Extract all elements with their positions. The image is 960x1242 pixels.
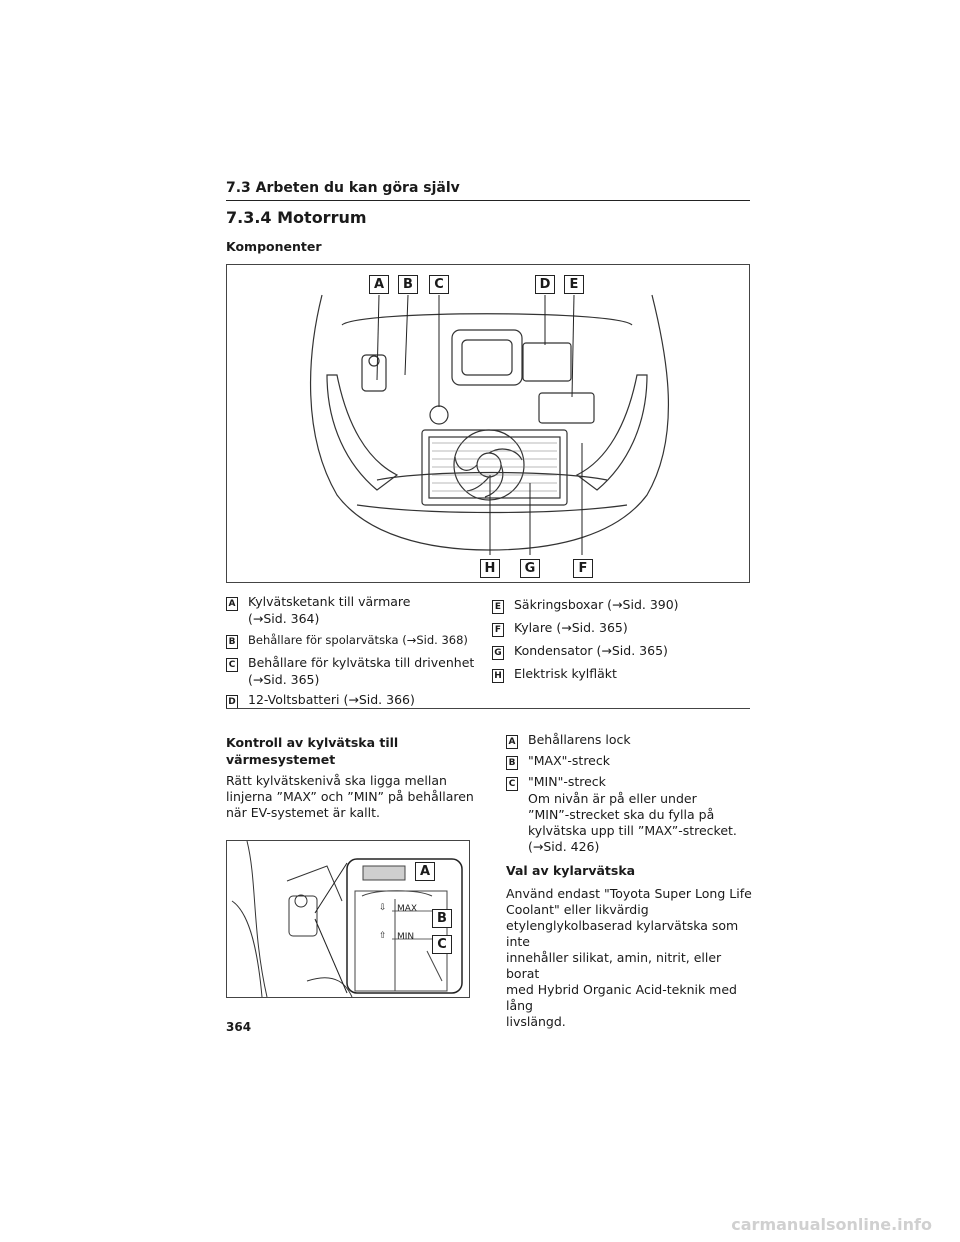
legend-text: "MIN"-streck <box>528 774 606 789</box>
para-line: etylenglykolbaserad kylarvätska som inte <box>506 918 739 949</box>
legend-letter: E <box>492 600 504 614</box>
max-arrow-icon: ⇩ <box>379 903 387 913</box>
legend-text: "MAX"-streck <box>528 753 610 768</box>
legend-text: Behållare för kylvätska till drivenhet <box>248 655 475 670</box>
legend-letter: D <box>226 695 238 709</box>
callout-d: D <box>535 275 555 294</box>
para-line: innehåller silikat, amin, nitrit, eller … <box>506 950 722 981</box>
heading-line: Kontroll av kylvätska till <box>226 735 399 750</box>
legend-item-g: G Kondensator (→Sid. 365) <box>492 643 750 660</box>
para-line: när EV-systemet är kallt. <box>226 805 380 820</box>
coolant-check-heading: Kontroll av kylvätska till värmesystemet <box>226 734 476 768</box>
callout-h: H <box>480 559 500 578</box>
legend-text: Kylare (→Sid. 365) <box>514 620 628 635</box>
legend-text-cont: (→Sid. 364) <box>248 611 320 626</box>
subsection-title: 7.3.4 Motorrum <box>226 208 367 227</box>
legend-text: Elektrisk kylfläkt <box>514 666 617 681</box>
legend-text-cont: kylvätska upp till ”MAX”-strecket. <box>528 823 737 838</box>
legend-item-f: F Kylare (→Sid. 365) <box>492 620 750 637</box>
legend-text: 12-Voltsbatteri (→Sid. 366) <box>248 692 415 707</box>
coolant-check-paragraph: Rätt kylvätskenivå ska ligga mellan linj… <box>226 773 482 821</box>
para-line: Coolant" eller likvärdig <box>506 902 649 917</box>
legend-letter: C <box>226 658 238 672</box>
heading-line: värmesystemet <box>226 752 336 767</box>
legend-item-e: E Säkringsboxar (→Sid. 390) <box>492 597 750 614</box>
legend-letter: B <box>506 756 518 770</box>
min-arrow-icon: ⇧ <box>379 931 387 941</box>
legend-letter: F <box>492 623 504 637</box>
legend-letter: C <box>506 777 518 791</box>
callout-e: E <box>564 275 584 294</box>
callout-a: A <box>369 275 389 294</box>
callout-g: G <box>520 559 540 578</box>
callout-b: B <box>398 275 418 294</box>
para-line: linjerna ”MAX” och ”MIN” på behållaren <box>226 789 474 804</box>
legend2-item-c: C "MIN"-streck Om nivån är på eller under… <box>506 774 750 855</box>
legend-text: Behållare för spolarvätska (→Sid. 368) <box>248 633 468 647</box>
legend-item-d: D 12-Voltsbatteri (→Sid. 366) <box>226 692 486 709</box>
legend-letter: B <box>226 635 238 649</box>
callout-f: F <box>573 559 593 578</box>
legend-text-cont: (→Sid. 365) <box>248 672 320 687</box>
coolant-reservoir-illustration <box>231 840 463 998</box>
legend-letter: A <box>506 735 518 749</box>
section-header: 7.3 Arbeten du kan göra själv <box>226 178 750 201</box>
legend-item-a: A Kylvätsketank till värmare (→Sid. 364) <box>226 594 486 627</box>
legend2-item-b: B "MAX"-streck <box>506 753 750 770</box>
max-label: MAX <box>397 904 418 914</box>
legend-text: Kondensator (→Sid. 365) <box>514 643 668 658</box>
engine-compartment-figure: A B C D E H G F <box>226 264 750 583</box>
min-label: MIN <box>397 932 415 942</box>
coolant-reservoir-figure: ⇩ MAX ⇧ MIN A B C <box>226 840 470 998</box>
para-line: livslängd. <box>506 1014 566 1029</box>
divider <box>226 708 750 709</box>
legend-text-cont: ”MIN”-strecket ska du fylla på <box>528 807 715 822</box>
engine-compartment-illustration <box>309 294 670 555</box>
page-number: 364 <box>226 1020 252 1034</box>
legend-item-h: H Elektrisk kylfläkt <box>492 666 750 683</box>
para-line: med Hybrid Organic Acid-teknik med lång <box>506 982 737 1013</box>
para-line: Rätt kylvätskenivå ska ligga mellan <box>226 773 447 788</box>
legend-item-b: B Behållare för spolarvätska (→Sid. 368) <box>226 632 486 649</box>
callout-b: B <box>432 909 452 928</box>
components-heading: Komponenter <box>226 239 322 254</box>
legend-text: Behållarens lock <box>528 732 631 747</box>
callout-c: C <box>432 935 452 954</box>
legend-letter: G <box>492 646 504 660</box>
legend-text-cont: Om nivån är på eller under <box>528 791 697 806</box>
legend-text: Kylvätsketank till värmare <box>248 594 411 609</box>
watermark: carmanualsonline.info <box>731 1215 932 1234</box>
legend-letter: H <box>492 669 504 683</box>
para-line: Använd endast "Toyota Super Long Life <box>506 886 752 901</box>
legend-letter: A <box>226 597 238 611</box>
coolant-choice-heading: Val av kylarvätska <box>506 863 636 878</box>
callout-c: C <box>429 275 449 294</box>
coolant-choice-paragraph: Använd endast "Toyota Super Long Life Co… <box>506 886 754 1030</box>
legend-text: Säkringsboxar (→Sid. 390) <box>514 597 679 612</box>
legend-text-cont: (→Sid. 426) <box>528 839 600 854</box>
callout-a: A <box>415 862 435 881</box>
legend2-item-a: A Behållarens lock <box>506 732 750 749</box>
